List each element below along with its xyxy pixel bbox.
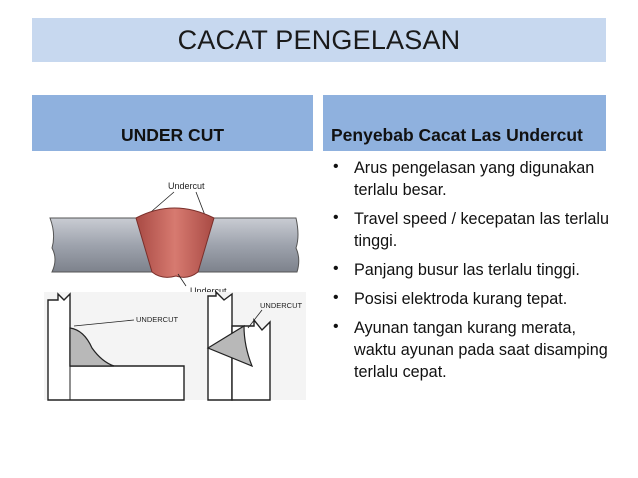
bullet-icon: • bbox=[333, 289, 339, 306]
undercut-label-left: UNDERCUT bbox=[136, 315, 179, 324]
list-item: • Travel speed / kecepatan las terlalu ti… bbox=[330, 208, 615, 252]
list-item: • Panjang busur las terlalu tinggi. bbox=[330, 259, 615, 281]
right-plate bbox=[195, 217, 300, 273]
bullet-icon: • bbox=[333, 209, 339, 226]
weld-bead bbox=[135, 207, 215, 278]
undercut-notch bbox=[204, 218, 212, 226]
leader-line bbox=[247, 309, 263, 329]
bullet-icon: • bbox=[333, 158, 339, 175]
undercut-label-bottom: Undercut bbox=[190, 286, 227, 296]
cause-text: Ayunan tangan kurang merata, waktu ayuna… bbox=[354, 319, 608, 381]
cause-text: Posisi elektroda kurang tepat. bbox=[354, 290, 568, 308]
cause-text: Arus pengelasan yang digunakan terlalu b… bbox=[354, 159, 595, 199]
cause-list: • Arus pengelasan yang digunakan terlalu … bbox=[330, 157, 615, 390]
right-header-text: Penyebab Cacat Las Undercut bbox=[331, 125, 583, 145]
right-fillet-weld bbox=[206, 324, 254, 368]
undercut-notch bbox=[138, 218, 146, 226]
fillet-weld-illustration: UNDERCUT UNDERCUT bbox=[44, 290, 306, 401]
undercut-label-top: Undercut bbox=[168, 181, 205, 191]
list-item: • Posisi elektroda kurang tepat. bbox=[330, 288, 615, 310]
undercut-label-right: UNDERCUT bbox=[260, 301, 303, 310]
right-column-header: Penyebab Cacat Las Undercut bbox=[323, 95, 606, 151]
leader-line bbox=[177, 273, 187, 287]
left-fillet-weld bbox=[69, 327, 115, 367]
butt-weld-illustration: Undercut Undercut bbox=[49, 181, 300, 296]
leader-line bbox=[73, 319, 135, 327]
title-bar: CACAT PENGELASAN bbox=[32, 18, 606, 62]
bullet-icon: • bbox=[333, 318, 339, 335]
weld-root-line bbox=[69, 328, 114, 367]
list-item: • Arus pengelasan yang digunakan terlalu … bbox=[330, 157, 615, 201]
left-plate bbox=[49, 217, 155, 273]
cause-text: Travel speed / kecepatan las terlalu tin… bbox=[354, 210, 609, 250]
cause-text: Panjang busur las terlalu tinggi. bbox=[354, 261, 580, 279]
slide-title: CACAT PENGELASAN bbox=[177, 24, 461, 55]
bullet-icon: • bbox=[333, 260, 339, 277]
left-header-text: UNDER CUT bbox=[120, 125, 225, 145]
left-column-header: UNDER CUT bbox=[32, 95, 313, 151]
list-item: • Ayunan tangan kurang merata, waktu ayun… bbox=[330, 317, 615, 383]
